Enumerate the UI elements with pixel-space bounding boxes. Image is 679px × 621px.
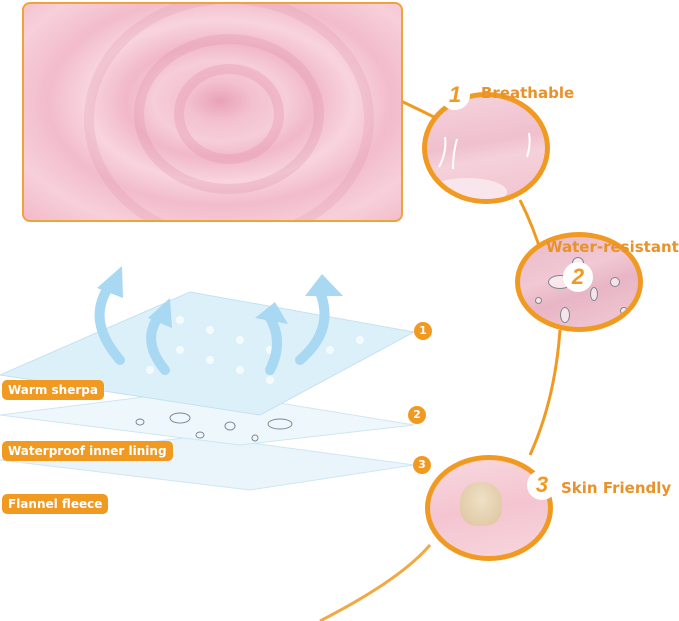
feature-title-breathable: Breathable bbox=[481, 84, 575, 102]
layer-label-warm-sherpa: Warm sherpa bbox=[2, 380, 104, 400]
layer-label-waterproof-inner-lining: Waterproof inner lining bbox=[2, 441, 173, 461]
layer-badge-3: 3 bbox=[413, 456, 431, 474]
layer-badge-1: 1 bbox=[414, 322, 432, 340]
feature-image-breathable bbox=[422, 92, 550, 204]
layer-badge-2: 2 bbox=[408, 406, 426, 424]
feature-title-skin-friendly: Skin Friendly bbox=[561, 479, 672, 497]
feature-title-water-resistant: Water-resistant bbox=[546, 238, 679, 256]
feature-number-3: 3 bbox=[527, 470, 557, 500]
hero-fabric-image bbox=[22, 2, 403, 222]
bulldog-image bbox=[460, 482, 502, 526]
feature-number-1: 1 bbox=[440, 80, 470, 110]
feature-image-water-resistant bbox=[515, 232, 643, 332]
feature-number-2: 2 bbox=[563, 262, 593, 292]
layer-label-flannel-fleece: Flannel fleece bbox=[2, 494, 109, 514]
